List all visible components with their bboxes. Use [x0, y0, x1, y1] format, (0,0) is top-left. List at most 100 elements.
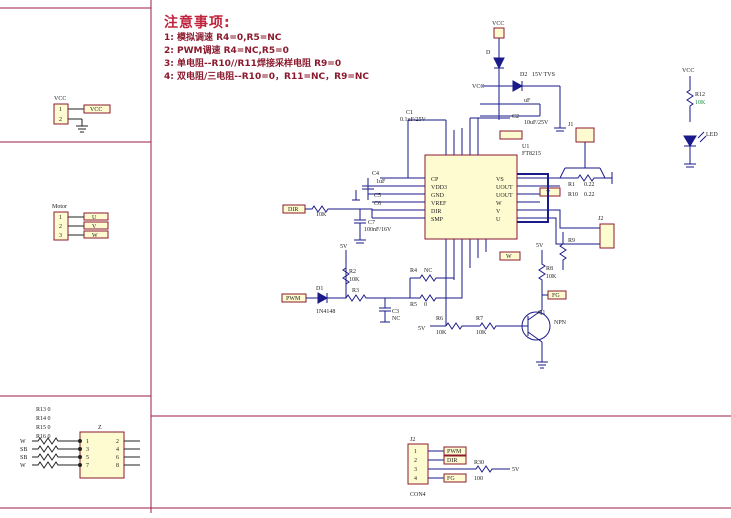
svg-text:1: 1	[86, 439, 89, 445]
svg-text:C1: C1	[406, 110, 413, 116]
svg-text:DIR: DIR	[431, 209, 441, 215]
svg-text:10K: 10K	[349, 277, 360, 283]
vcc-header: VCC 1 2 VCC	[53, 96, 111, 133]
svg-text:10K: 10K	[476, 330, 487, 336]
svg-text:VDD3: VDD3	[431, 185, 447, 191]
svg-text:R3: R3	[352, 288, 359, 294]
motor-header: Motor 1 2 3 U V W	[52, 204, 109, 241]
svg-text:V: V	[92, 224, 97, 230]
svg-text:UOUT: UOUT	[496, 193, 513, 199]
svg-text:R15 0: R15 0	[36, 425, 51, 431]
svg-text:VS: VS	[496, 177, 504, 183]
svg-text:SMP: SMP	[431, 217, 444, 223]
svg-text:R12: R12	[695, 92, 705, 98]
w-port	[499, 251, 521, 261]
svg-text:FG: FG	[447, 476, 455, 482]
svg-text:8: 8	[116, 463, 119, 469]
svg-text:5: 5	[86, 455, 89, 461]
svg-text:J1: J1	[568, 122, 573, 128]
svg-text:1: 1	[414, 449, 417, 455]
svg-text:J2: J2	[598, 216, 603, 222]
svg-text:1: 1	[59, 215, 62, 221]
svg-text:5V: 5V	[340, 244, 348, 250]
svg-text:R30: R30	[474, 460, 484, 466]
pin-2: 2	[59, 117, 62, 123]
svg-text:FG: FG	[552, 293, 560, 299]
svg-text:GND: GND	[431, 193, 445, 199]
note-line: 3: 单电阻--R10//R11焊接采样电阻 R9=0	[164, 59, 342, 69]
svg-text:100nF/16V: 100nF/16V	[364, 227, 392, 233]
svg-text:7: 7	[86, 463, 89, 469]
svg-text:DIR: DIR	[288, 207, 298, 213]
svg-text:R5: R5	[410, 302, 417, 308]
svg-text:SB: SB	[20, 447, 27, 453]
svg-text:R10: R10	[568, 192, 578, 198]
svg-text:0: 0	[424, 302, 427, 308]
design-notes: 注意事项: 1: 模拟调速 R4=0,R5=NC 2: PWM调速 R4=NC,…	[164, 12, 369, 84]
svg-text:R16 0: R16 0	[36, 434, 51, 440]
svg-text:R13 0: R13 0	[36, 407, 51, 413]
svg-text:U: U	[496, 217, 501, 223]
svg-text:D1: D1	[316, 286, 323, 292]
svg-text:W: W	[92, 233, 98, 239]
svg-text:Z: Z	[98, 425, 102, 431]
svg-text:CP: CP	[431, 177, 439, 183]
svg-text:1uF: 1uF	[376, 179, 386, 185]
svg-text:2: 2	[59, 224, 62, 230]
svg-text:LED: LED	[706, 132, 718, 138]
resistor-network: R13 0 R14 0 R15 0 R16 0 W SB SB W Z 1 3 …	[20, 407, 140, 479]
svg-text:R14 0: R14 0	[36, 416, 51, 422]
svg-text:4: 4	[414, 476, 417, 482]
ic-part: FT8215	[522, 151, 541, 157]
notes-title: 注意事项:	[164, 15, 231, 31]
svg-text:NPN: NPN	[554, 320, 567, 326]
svg-text:R6: R6	[436, 316, 443, 322]
svg-text:10K: 10K	[316, 212, 327, 218]
note-line: 2: PWM调速 R4=NC,R5=0	[164, 46, 289, 56]
svg-text:10K: 10K	[695, 100, 706, 106]
svg-text:5V: 5V	[536, 243, 544, 249]
svg-text:VREF: VREF	[431, 201, 447, 207]
svg-text:5V: 5V	[418, 326, 426, 332]
cap-port	[499, 130, 523, 140]
connector-con4: J2 1 2 3 4 CON4 PWM DIR FG R30 100 5V	[407, 437, 520, 498]
svg-text:10K: 10K	[546, 274, 557, 280]
svg-text:D2: D2	[520, 72, 527, 78]
svg-text:100: 100	[474, 476, 483, 482]
svg-text:10uF/25V: 10uF/25V	[524, 120, 549, 126]
note-line: 4: 双电阻/三电阻--R10=0，R11=NC，R9=NC	[164, 72, 370, 82]
svg-text:15V TVS: 15V TVS	[532, 72, 555, 78]
vcc-net-label: VCC	[54, 96, 66, 102]
svg-text:DIR: DIR	[447, 458, 457, 464]
svg-text:6: 6	[116, 455, 119, 461]
v-port	[539, 187, 561, 197]
pin-1: 1	[59, 107, 62, 113]
svg-text:VCC: VCC	[682, 68, 694, 74]
svg-text:R1: R1	[568, 182, 575, 188]
svg-text:NC: NC	[392, 316, 400, 322]
svg-text:R7: R7	[476, 316, 483, 322]
svg-text:5V: 5V	[512, 467, 520, 473]
svg-text:UOUT: UOUT	[496, 185, 513, 191]
svg-text:C5: C5	[374, 193, 381, 199]
svg-text:Q1: Q1	[538, 310, 545, 316]
svg-text:1N4148: 1N4148	[316, 309, 335, 315]
svg-text:CON4: CON4	[410, 492, 426, 498]
svg-text:R4: R4	[410, 268, 417, 274]
svg-text:3: 3	[414, 467, 417, 473]
motor-net-label: Motor	[52, 204, 67, 210]
svg-text:2: 2	[414, 458, 417, 464]
vcc-port-label: VCC	[90, 107, 102, 113]
svg-text:4: 4	[116, 447, 119, 453]
svg-text:V: V	[496, 209, 501, 215]
svg-text:PWM: PWM	[447, 449, 462, 455]
svg-text:R8: R8	[546, 266, 553, 272]
svg-text:0.22: 0.22	[584, 192, 595, 198]
svg-text:NC: NC	[424, 268, 432, 274]
j1-port	[575, 127, 595, 143]
svg-text:3: 3	[86, 447, 89, 453]
svg-text:2: 2	[116, 439, 119, 445]
